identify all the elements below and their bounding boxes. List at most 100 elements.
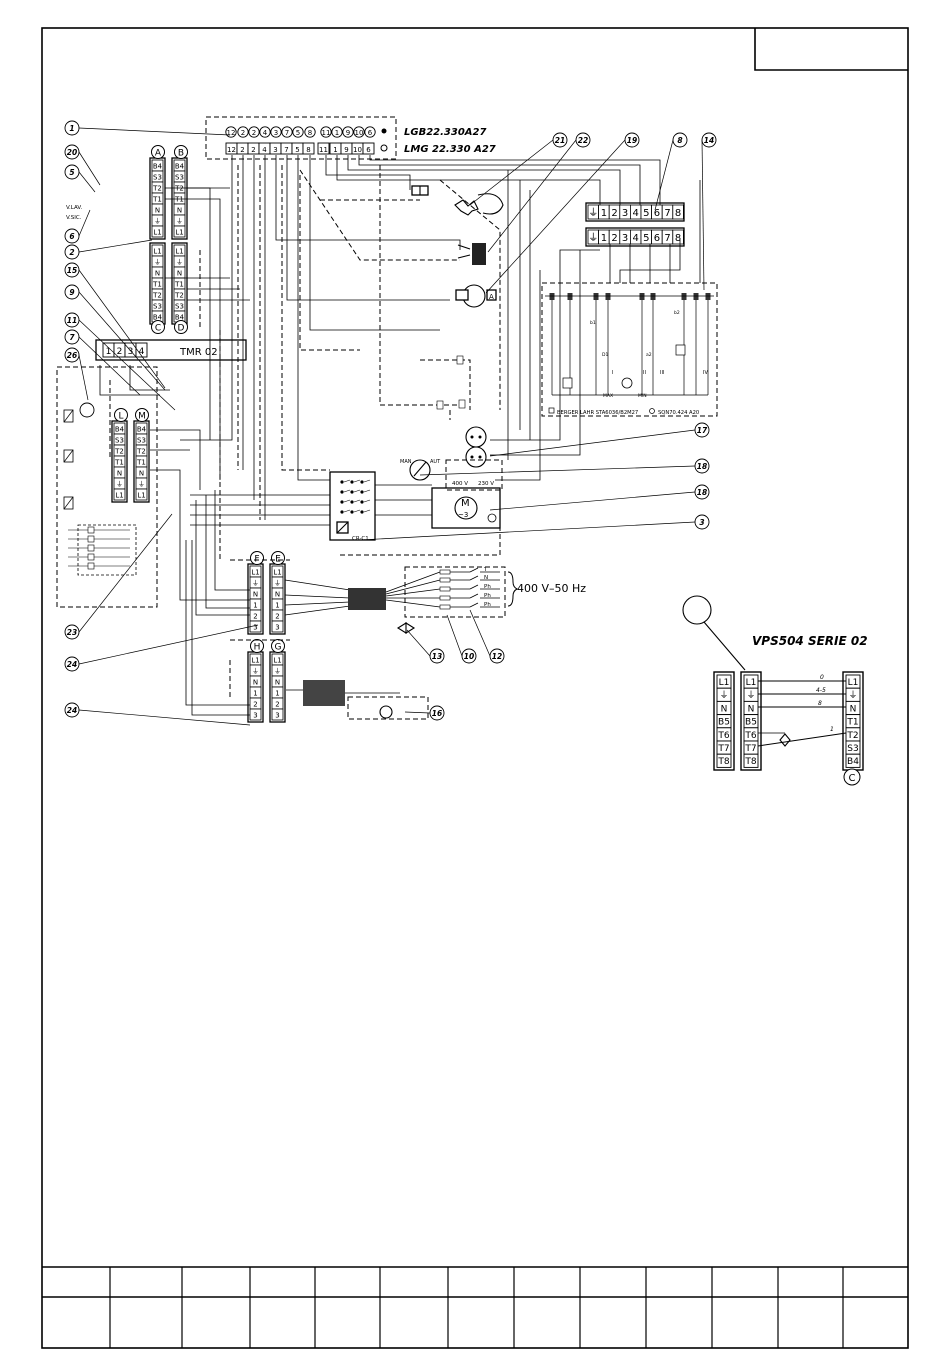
servomotor-caption-2: SQN70.424 A20 bbox=[658, 410, 699, 416]
callout-20: 20 bbox=[64, 144, 101, 186]
connector-letter: L bbox=[118, 412, 123, 422]
connector-pin-label: L1 bbox=[175, 229, 183, 237]
connector-pin-label: ⏚ bbox=[154, 259, 161, 267]
control-box-terminal: 2 bbox=[251, 146, 255, 154]
callout-12: 12 bbox=[469, 609, 505, 664]
title-block bbox=[42, 1266, 908, 1348]
connector-pin-label: 3 bbox=[253, 624, 257, 632]
control-box-terminal: 12 bbox=[227, 146, 236, 154]
connector-pin-label: 3 bbox=[253, 712, 257, 720]
connector-pin-label: T2 bbox=[174, 292, 184, 300]
valve-label-sic: V.SIC. bbox=[66, 215, 82, 221]
callout-3: 3 bbox=[359, 514, 710, 541]
connector-pin-label: ⏚ bbox=[274, 668, 281, 676]
connector-pin-label: L1 bbox=[115, 492, 123, 500]
callout-22: 22 bbox=[487, 132, 591, 253]
wiring-lines bbox=[99, 155, 701, 716]
connector-letter: M bbox=[138, 412, 146, 422]
connector-pin-label: T1 bbox=[152, 196, 162, 204]
burner-plug bbox=[303, 680, 429, 720]
connector-pin-label: ⏚ bbox=[252, 668, 259, 676]
callout-number: 15 bbox=[67, 266, 77, 275]
cam-mark: b2 bbox=[674, 310, 680, 316]
callout-18: 18 bbox=[489, 484, 710, 511]
vps-pin-label: T6 bbox=[744, 731, 756, 741]
terminal-strip-cell: 2 bbox=[611, 233, 617, 244]
phase-label: Ph bbox=[484, 593, 491, 599]
vps-right-letter: C bbox=[849, 773, 856, 784]
cam-mark: b1 bbox=[590, 320, 596, 326]
vps-pin-label: N bbox=[721, 704, 728, 714]
connector-pin-label: T2 bbox=[152, 185, 162, 193]
connector-pin-label: ⏚ bbox=[252, 580, 259, 588]
connector-pin-label: T1 bbox=[152, 281, 162, 289]
callout-number: 7 bbox=[69, 333, 75, 342]
pressure-switches bbox=[465, 426, 487, 468]
terminal-strip-cell: 7 bbox=[664, 233, 670, 244]
control-box-terminal: 6 bbox=[366, 146, 371, 154]
motor-letter: M bbox=[461, 498, 470, 509]
valve-label-lav: V.LAV. bbox=[66, 205, 82, 211]
connector-pin-label: T1 bbox=[174, 196, 184, 204]
connector-pin-label: L1 bbox=[137, 492, 145, 500]
callout-number: 1 bbox=[69, 124, 74, 133]
connector-pin-label: N bbox=[155, 207, 160, 215]
connector-pin-label: T2 bbox=[174, 185, 184, 193]
connector-pin-label: 2 bbox=[253, 613, 257, 621]
control-box-top-number: 1 bbox=[335, 129, 339, 137]
vps-detail: VPS504 SERIE 02 L1⏚NB5T6T7T8L1⏚NB5T6T7T8… bbox=[682, 595, 868, 786]
callout-1: 1 bbox=[64, 120, 231, 136]
motor-aut: AUT bbox=[430, 459, 441, 465]
control-box-top-number: 7 bbox=[285, 129, 289, 137]
callout-number: 26 bbox=[67, 351, 77, 360]
tmr-cell: 4 bbox=[139, 347, 145, 357]
fan-symbol bbox=[411, 185, 504, 216]
phase-label: Ph bbox=[484, 584, 491, 590]
callout-19: 19 bbox=[485, 132, 640, 294]
motor-volt-1: 400 V bbox=[452, 481, 468, 487]
callout-number: 23 bbox=[67, 628, 77, 637]
vps-pin-label: T7 bbox=[717, 744, 729, 754]
terminal-strip-cell: 8 bbox=[675, 233, 681, 244]
connector-pin-label: 1 bbox=[253, 602, 257, 610]
control-box-top-number: 11 bbox=[322, 129, 331, 137]
connector-pin-label: N bbox=[275, 679, 280, 687]
control-box-top-number: 6 bbox=[368, 129, 373, 137]
control-box-terminal: 7 bbox=[284, 146, 288, 154]
callout-24: 24 bbox=[64, 624, 259, 672]
terminal-strip-cell: 1 bbox=[601, 233, 607, 244]
terminal-strip-cell: 5 bbox=[643, 208, 649, 219]
terminal-strip-cell: 5 bbox=[643, 233, 649, 244]
control-box-top-number: 3 bbox=[274, 129, 278, 137]
vps-pin-label: N bbox=[748, 704, 755, 714]
connector-pin-label: N bbox=[275, 591, 280, 599]
vps-wire-label: 0 bbox=[820, 674, 824, 681]
control-box-terminal: 2 bbox=[240, 146, 244, 154]
connector-pin-label: N bbox=[177, 270, 182, 278]
connector-letter: H bbox=[254, 643, 261, 653]
connector-pin-label: L1 bbox=[153, 248, 161, 256]
connector-pin-label: ⏚ bbox=[116, 481, 123, 489]
callout-number: 16 bbox=[432, 709, 442, 718]
callout-21: 21 bbox=[469, 132, 568, 206]
callout-15: 15 bbox=[64, 262, 166, 389]
connector-pin-label: S3 bbox=[115, 437, 124, 445]
connector-pin-label: ⏚ bbox=[274, 580, 281, 588]
callout-number: 18 bbox=[697, 488, 707, 497]
connector-pin-label: ⏚ bbox=[154, 218, 161, 226]
control-box-top-number: 9 bbox=[346, 129, 350, 137]
cam-roman: II bbox=[643, 370, 646, 376]
vps-pin-label: B5 bbox=[745, 718, 757, 728]
vps-pin-label: S3 bbox=[847, 744, 858, 754]
page-frame bbox=[41, 27, 909, 1349]
vps-pin-label: T8 bbox=[744, 757, 756, 767]
vps-pin-label: T6 bbox=[717, 731, 729, 741]
